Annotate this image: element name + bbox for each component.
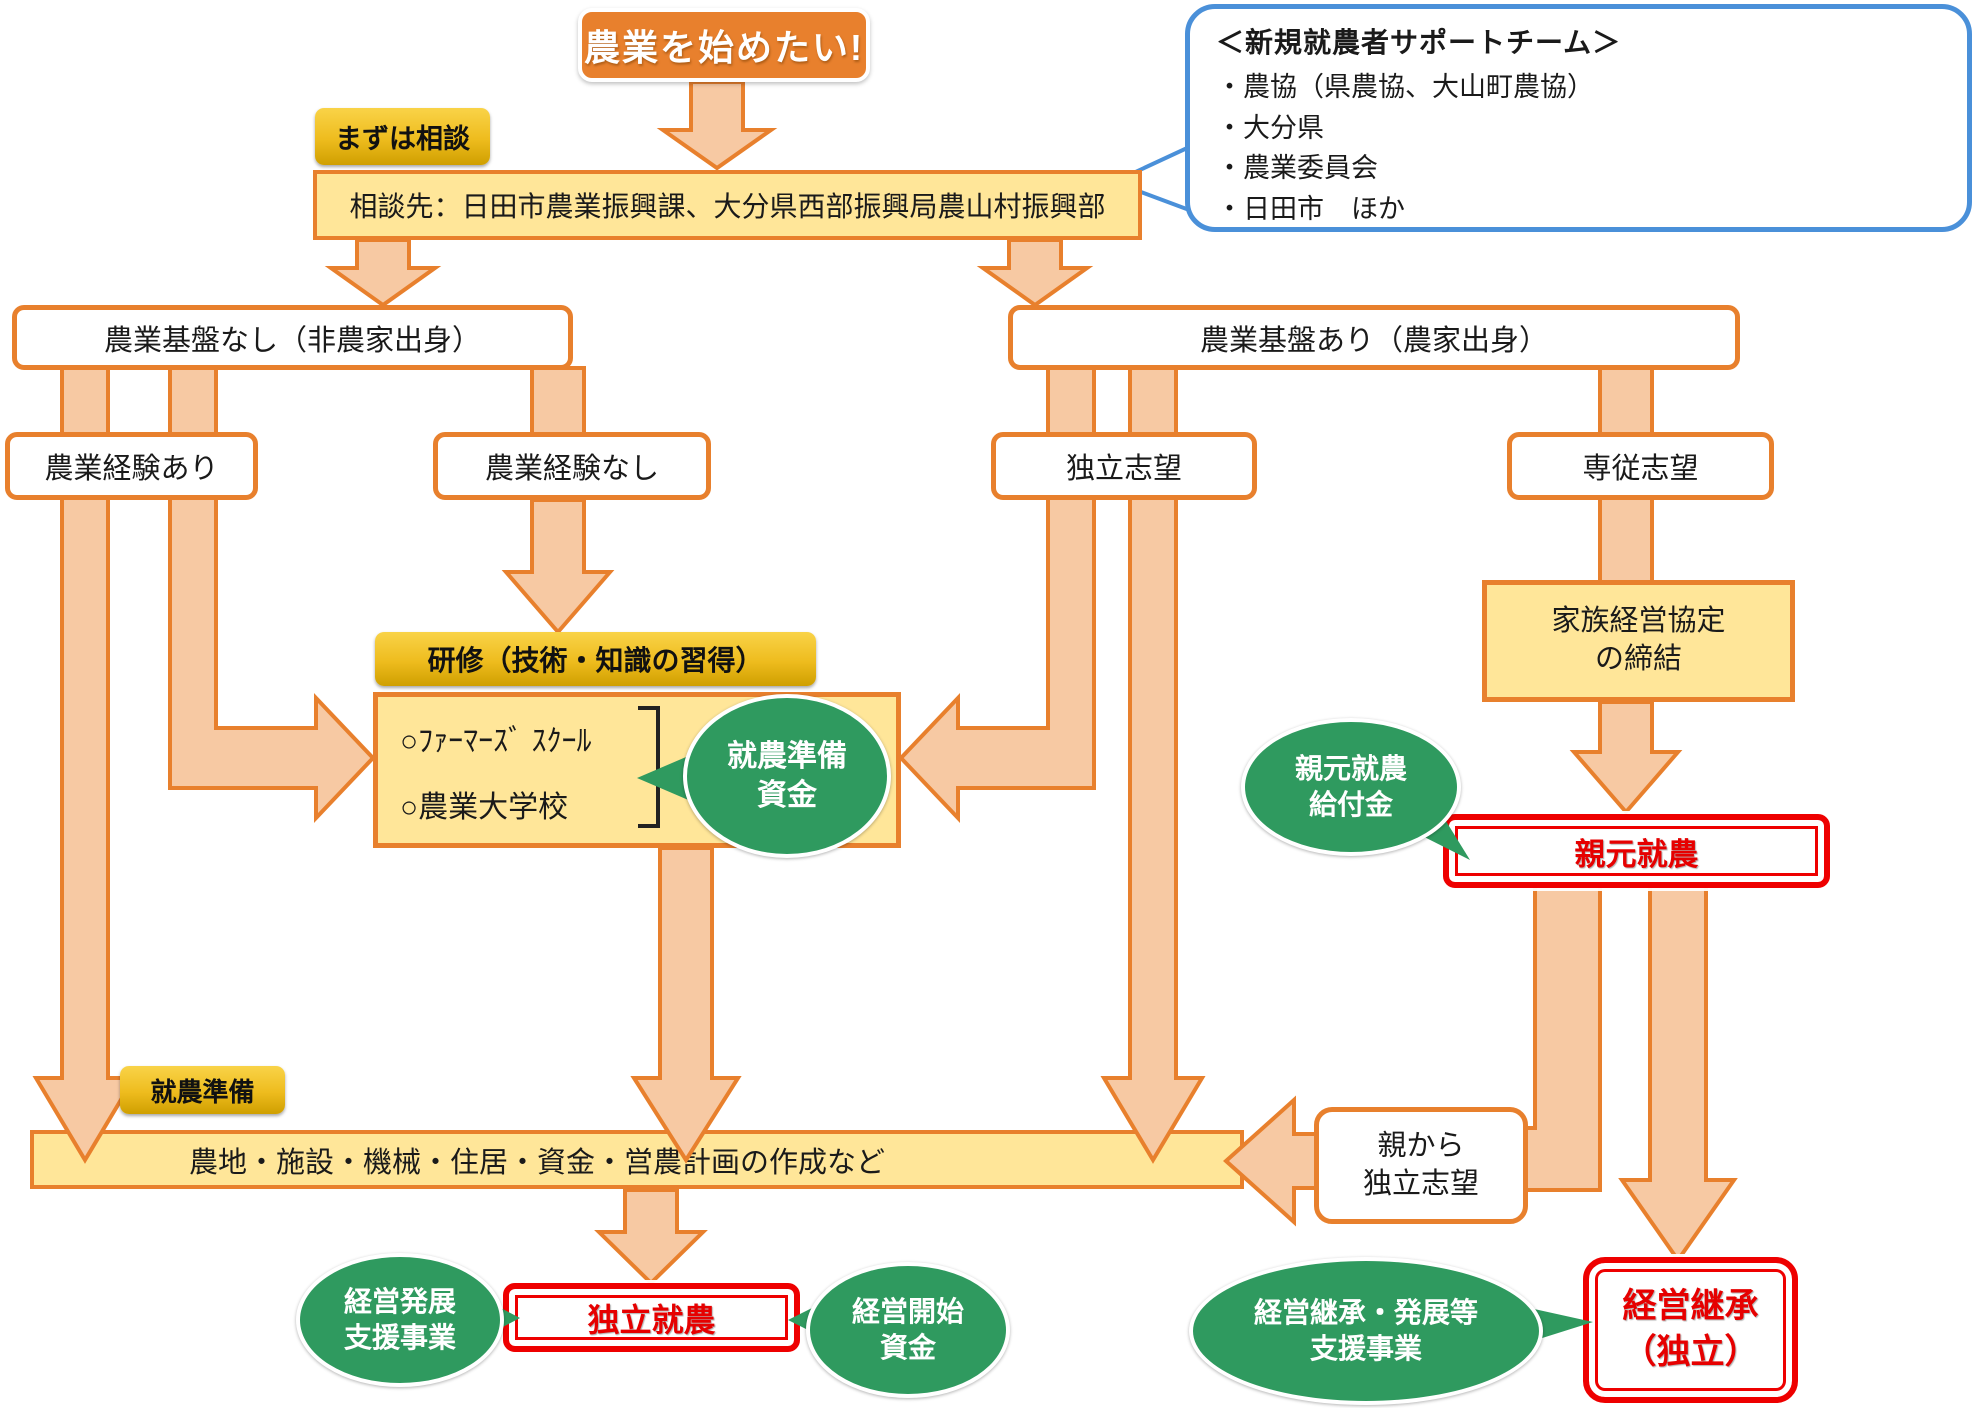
family-agreement-line1: 家族経営協定 [1551,605,1726,638]
exp-no-box: 農業経験なし [433,432,711,500]
support-team-item: ・日田市 ほか [1216,193,1405,224]
exp-no-label: 農業経験なし [484,453,659,485]
first-consult-tag: まずは相談 [315,108,490,165]
arrow-consult-to-hasbase [976,238,1094,308]
first-consult-tag-label: まずは相談 [335,124,470,154]
prep-fund-bubble: 就農準備 資金 [683,694,891,858]
training-item-1: ○ﾌｧｰﾏｰｽﾞ ｽｸｰﾙ [400,716,591,760]
succession-support-bubble: 経営継承・発展等 支援事業 [1189,1257,1543,1405]
has-base-box: 農業基盤あり（農家出身） [1008,305,1740,370]
arrow-training-to-prepbar [630,846,742,1164]
bar-nobase-to-expno [530,366,586,436]
succession-box: 経営継承 （独立） [1583,1257,1798,1403]
fulltime-label: 専従志望 [1582,453,1699,485]
from-parent-line1: 親から [1377,1129,1465,1162]
start-fund-line1: 経営開始 [851,1295,964,1327]
indep-start-box: 独立就農 [503,1283,800,1352]
from-parent-line2: 独立志望 [1362,1167,1479,1200]
succession-support-line1: 経営継承・発展等 [1253,1296,1478,1328]
arrow-expno-to-training [501,498,615,636]
training-item-2: ○農業大学校 [400,782,568,826]
arrow-expyes-to-training [168,366,376,824]
prep-bar-label: 農地・施設・機械・住居・資金・営農計画の作成など [188,1146,885,1179]
arrow-family-to-oyamoto [1569,700,1683,816]
oyamoto-fund-line2: 給付金 [1308,789,1393,820]
oyamoto-box: 親元就農 [1443,814,1830,888]
dev-support-bubble: 経営発展 支援事業 [296,1253,504,1387]
arrow-oyamoto-to-succession [1618,884,1738,1264]
support-team-bubble: ＜新規就農者サポートチーム＞ ・農協（県農協、大山町農協） ・大分県 ・農業委員… [1185,4,1972,232]
support-team-title: ＜新規就農者サポートチーム＞ [1216,27,1622,58]
consult-box: 相談先：日田市農業振興課、大分県西部振興局農山村振興部 [313,170,1142,240]
arrow-prepbar-to-indepstart [594,1188,708,1286]
prep-tag: 就農準備 [120,1066,285,1114]
oyamoto-fund-bubble: 親元就農 給付金 [1241,718,1461,856]
prep-fund-line1: 就農準備 [727,740,847,773]
start-fund-line2: 資金 [879,1332,936,1363]
oyamoto-fund-line1: 親元就農 [1294,752,1407,784]
exp-yes-box: 農業経験あり [5,432,258,500]
arrow-indep-to-training [898,366,1096,824]
family-agreement-box: 家族経営協定 の締結 [1482,580,1795,702]
family-agreement-line2: の締結 [1594,643,1682,675]
training-item-1-label: ○ﾌｧｰﾏｰｽﾞ ｽｸｰﾙ [400,725,592,758]
exp-yes-label: 農業経験あり [44,453,219,485]
prep-bar: 農地・施設・機械・住居・資金・営農計画の作成など [30,1130,1244,1189]
training-tag-label: 研修（技術・知識の習得） [427,645,764,676]
arrow-title-to-consult [656,80,778,171]
indep-start-label: 独立就農 [587,1301,716,1338]
support-team-item: ・農業委員会 [1216,153,1378,183]
arrow-fromparent-to-prepbar [1223,1095,1318,1227]
arrow-consult-to-nobase [324,238,442,308]
from-parent-box: 親から 独立志望 [1314,1107,1528,1224]
no-base-label: 農業基盤なし（非農家出身） [103,324,481,357]
support-team-item: ・農協（県農協、大山町農協） [1216,72,1594,102]
title-label: 農業を始めたい! [584,27,864,68]
training-item-2-label: ○農業大学校 [400,791,569,824]
oyamoto-label: 親元就農 [1574,836,1699,872]
succession-line2: （独立） [1622,1333,1759,1371]
indep-label: 独立志望 [1065,453,1182,485]
indep-box: 独立志望 [991,432,1257,500]
training-bracket [638,706,660,828]
prep-fund-line2: 資金 [757,779,817,812]
prep-tag-label: 就農準備 [150,1076,255,1107]
succession-line1: 経営継承 [1622,1287,1759,1326]
no-base-box: 農業基盤なし（非農家出身） [12,305,573,370]
has-base-label: 農業基盤あり（農家出身） [1199,324,1548,357]
start-fund-bubble: 経営開始 資金 [806,1262,1010,1398]
support-team-item: ・大分県 [1216,112,1324,143]
training-tag: 研修（技術・知識の習得） [375,632,816,686]
succession-support-line2: 支援事業 [1309,1333,1422,1364]
fulltime-box: 専従志望 [1507,432,1774,500]
title-box: 農業を始めたい! [578,8,870,82]
consult-box-label: 相談先：日田市農業振興課、大分県西部振興局農山村振興部 [349,191,1106,222]
dev-support-line1: 経営発展 [343,1285,456,1317]
dev-support-line2: 支援事業 [343,1322,456,1353]
